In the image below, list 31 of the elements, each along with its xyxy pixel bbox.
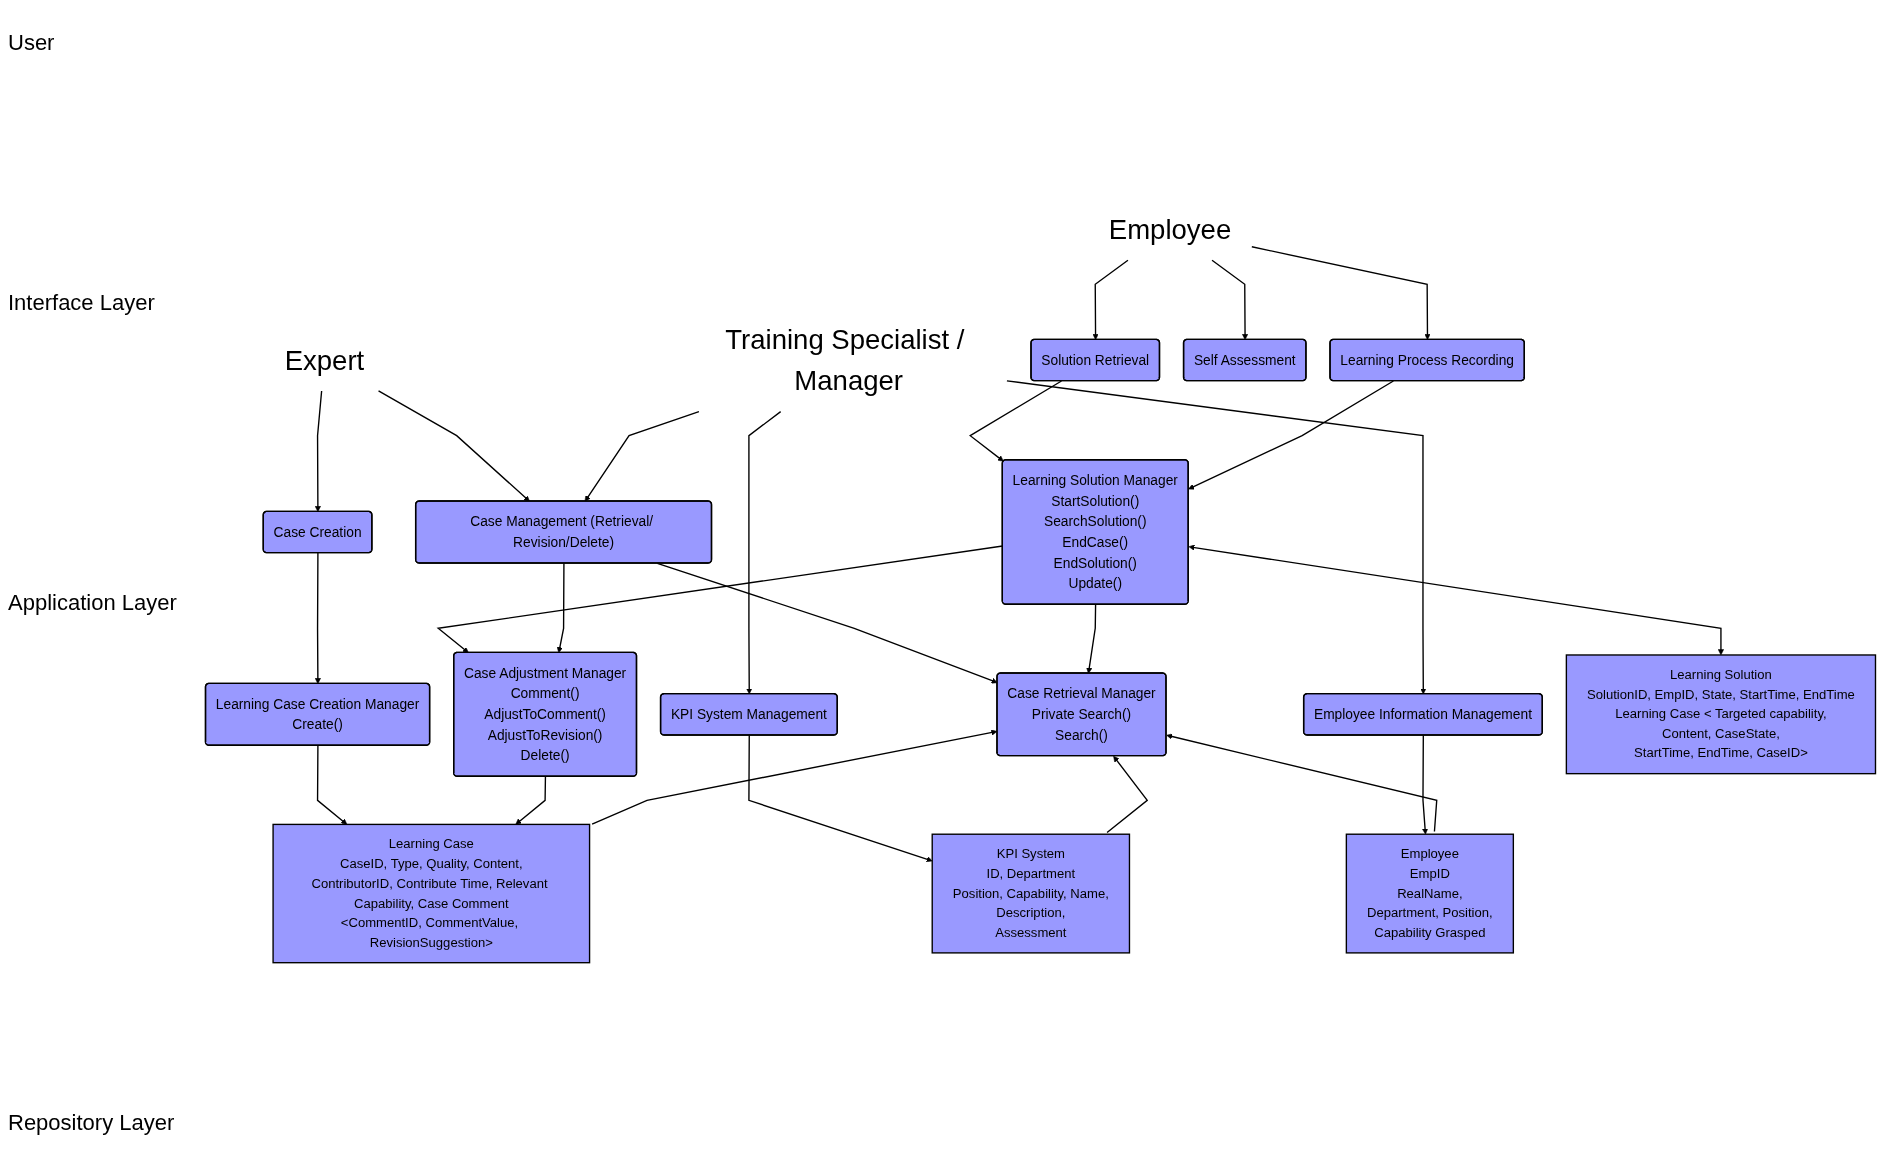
node-text: Expert [284, 344, 365, 376]
arrow [1086, 603, 1097, 674]
arrow [1106, 755, 1149, 834]
node-box: Learning Solution SolutionID, EmpID, State, StartTime, EndTime Learning Case < Targeted capability, Content, CaseState, StartTime, EndTime, CaseID> [1565, 654, 1877, 775]
arrow [1188, 544, 1724, 656]
layer-label: Application Layer [8, 590, 177, 616]
node-box: Learning Case CaseID, Type, Quality, Content, ContributorID, Contribute Time, Relevant Capability, Case Comment <CommentID, CommentValue, RevisionSuggestion> [272, 823, 591, 964]
arrow [969, 380, 1063, 462]
layer-label: User [8, 30, 55, 56]
arrow [1211, 259, 1249, 340]
arrow [556, 562, 565, 653]
arrow [314, 390, 323, 512]
layer-label: Repository Layer [8, 1110, 175, 1136]
layer-label: Interface Layer [8, 290, 155, 316]
arrow [1251, 246, 1431, 340]
arrow [314, 552, 321, 684]
arrow [746, 410, 782, 695]
node-box: KPI System ID, Department Position, Capability, Name, Description, Assessment [931, 833, 1131, 954]
arrow [1006, 380, 1427, 695]
arrow [515, 775, 547, 825]
node-text: Training Specialist / Manager [725, 324, 965, 396]
arrow [584, 410, 700, 502]
arrow [748, 734, 933, 863]
arrow [1188, 380, 1395, 490]
arrow [1092, 259, 1129, 340]
arrow [1166, 733, 1438, 833]
node-box: Employee EmpID RealName, Department, Position, Capability Grasped [1345, 833, 1515, 954]
arrow [316, 744, 348, 825]
arrow [1422, 734, 1429, 835]
node-text: Employee [1108, 214, 1232, 245]
arrow [377, 390, 530, 502]
